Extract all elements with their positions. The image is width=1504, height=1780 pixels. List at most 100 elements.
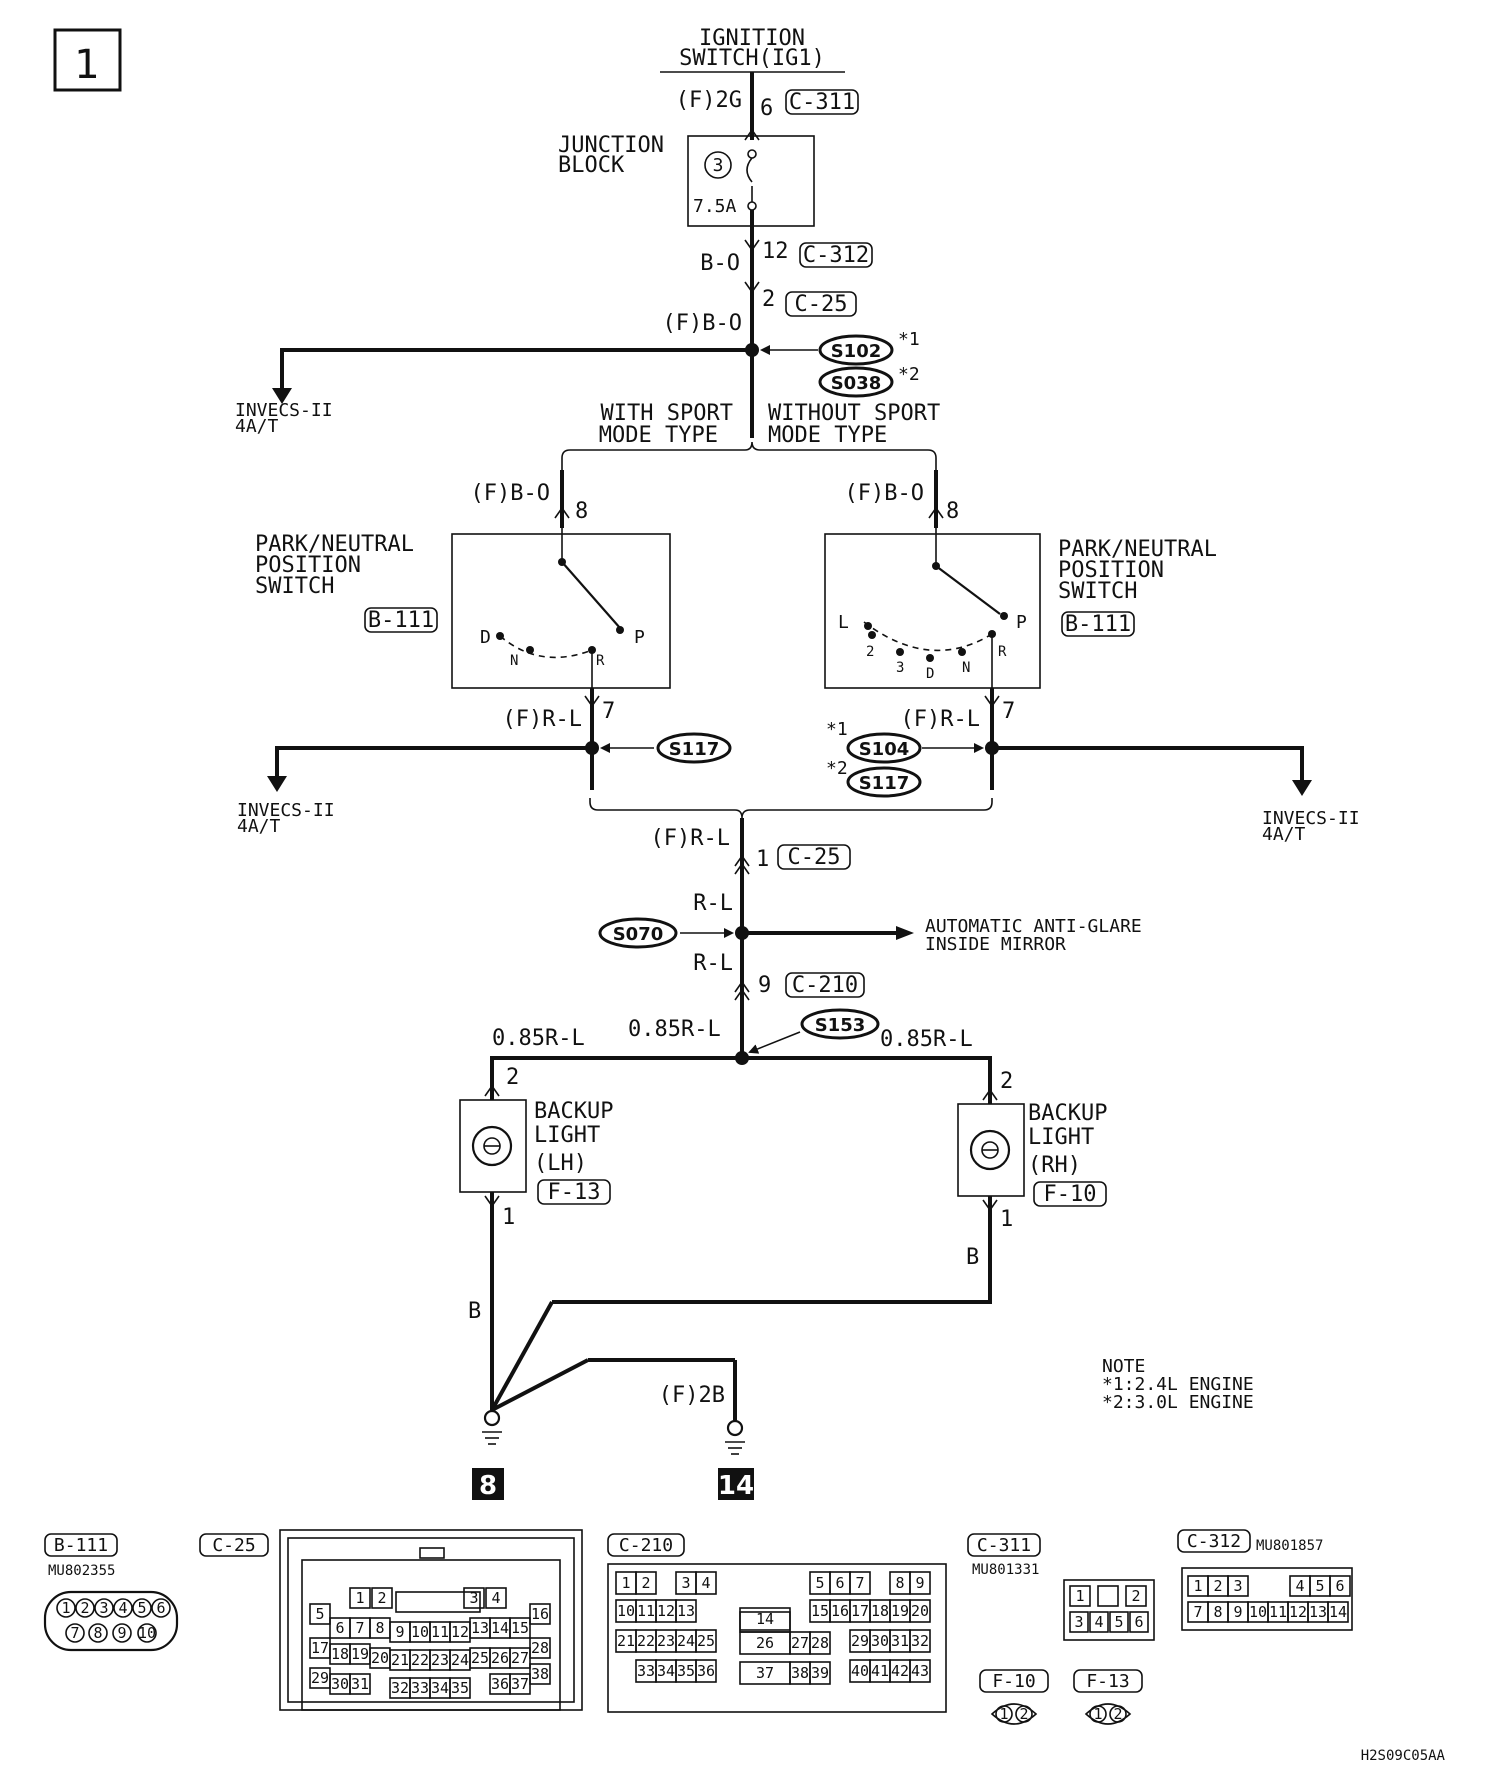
page-number-box [53,28,122,92]
connector-tag-c25-top-text: C-25 [795,292,848,317]
c312-pin: 9 [1233,1603,1242,1621]
pn-right-pos-r: R [998,644,1007,660]
invecs-left-line2: 4A/T [237,816,281,837]
pn-right-pin-in: 8 [946,499,959,524]
connector-tag-b111-left [364,607,438,633]
c25-pin: 8 [375,1619,384,1637]
b111-pin: 4 [118,1599,127,1617]
pn-right-pos-d: D [926,666,934,682]
c210-pin: 37 [756,1664,774,1682]
pn-right-pos-p: P [1016,612,1027,633]
splice-s038-text: S038 [831,373,882,394]
c210-pin: 1 [621,1574,630,1592]
c210-pin: 29 [851,1632,869,1650]
b111-pin: 8 [93,1624,102,1642]
c312-pin: 14 [1329,1603,1347,1621]
b111-pin: 1 [61,1599,70,1617]
pn-left-wire-in: (F)B-O [471,481,550,506]
c25-pin: 6 [335,1619,344,1637]
ground-label-8: 8 [479,1471,497,1501]
fuse-rating: 7.5A [693,196,737,217]
pn-left-line3: SWITCH [255,574,334,599]
connector-c311-pins: 1 2 3 4 5 6 [1069,1585,1149,1633]
connector-tag-f10-text: F-10 [1044,1182,1097,1207]
c210-pin: 33 [637,1662,655,1680]
c210-pin: 31 [891,1632,909,1650]
connector-tag-b111-right [1061,611,1135,637]
note-line1: *1:2.4L ENGINE [1102,1374,1254,1395]
splice-s038 [818,366,894,398]
connector-label-c25-text: C-25 [212,1535,255,1556]
splice-s104-text: S104 [859,739,910,760]
invecs-top-line1: INVECS-II [235,400,333,421]
c210-pin: 34 [657,1662,675,1680]
pn-switch-right-box [824,533,1041,689]
c312-pin: 2 [1213,1577,1222,1595]
b111-pin: 9 [117,1624,126,1642]
c210-pin: 2 [641,1574,650,1592]
pn-right-line1: PARK/NEUTRAL [1058,537,1217,562]
c210-pin: 10 [617,1602,635,1620]
c312-pin: 11 [1269,1603,1287,1621]
c25-pin: 28 [531,1639,549,1657]
f10-pin: 1 [999,1705,1008,1723]
middle-wire: (F)R-L [651,826,730,851]
connector-label-c210 [607,1533,685,1557]
splice-top-pin: 2 [762,287,775,312]
connector-tag-b111-right-text: B-111 [1065,612,1131,637]
c210-pin: 19 [891,1602,909,1620]
splice-s153 [800,1008,880,1040]
rh-line2: LIGHT [1028,1125,1094,1150]
c210-pin: 3 [681,1574,690,1592]
pn-right-line2: POSITION [1058,558,1164,583]
c25-pin: 17 [311,1639,329,1657]
ground-symbol-14 [725,1419,745,1455]
fuse-number: 3 [713,155,724,176]
connector-tag-c312-text: C-312 [803,243,869,268]
splice-s117-right-note: *2 [826,758,848,779]
c210-pin: 21 [617,1632,635,1650]
pn-left-line2: POSITION [255,553,361,578]
c210-pin: 26 [756,1634,774,1652]
splice-s104 [846,732,922,764]
lh-pin-in: 2 [506,1065,519,1090]
c210-pin: 12 [657,1602,675,1620]
splice-s117-left-text: S117 [669,739,720,760]
invecs-left-line1: INVECS-II [237,800,335,821]
ignition-label-line2: SWITCH(IG1) [679,46,825,71]
lh-wire-out: B [468,1299,481,1324]
connector-label-c25 [199,1533,269,1557]
c25-pin: 13 [471,1619,489,1637]
fuse-number-circle [704,151,732,179]
pn-left-pos-n: N [510,653,518,669]
without-sport-line1: WITHOUT SPORT [768,401,940,426]
pn-left-line1: PARK/NEUTRAL [255,532,414,557]
c25-pin: 29 [311,1669,329,1687]
c25-pin: 11 [431,1623,449,1641]
splice-s102-text: S102 [831,341,882,362]
ignition-pin: 6 [760,96,773,121]
c210-pin: 41 [871,1662,889,1680]
connector-label-f13 [1073,1669,1143,1693]
rh-pin-out: 1 [1000,1207,1013,1232]
connector-tag-f13-text: F-13 [548,1180,601,1205]
c25-pin: 19 [351,1645,369,1663]
connector-tag-c25-mid [777,844,851,870]
c312-pin: 8 [1213,1603,1222,1621]
lh-line1: BACKUP [534,1099,613,1124]
lh-line3: (LH) [534,1151,587,1176]
connector-c25-body [279,1529,583,1711]
c210-pin: 18 [871,1602,889,1620]
c312-pin: 4 [1295,1577,1304,1595]
c25-pin: 24 [451,1651,469,1669]
splice-s070 [598,917,678,949]
c210-pin: 36 [697,1662,715,1680]
junction-block-line1: JUNCTION [558,133,664,158]
c25-pin: 15 [511,1619,529,1637]
rh-line3: (RH) [1028,1153,1081,1178]
c312-pin: 3 [1233,1577,1242,1595]
pn-switch-left-box [451,533,671,689]
connector-tag-c311-text: C-311 [789,90,855,115]
